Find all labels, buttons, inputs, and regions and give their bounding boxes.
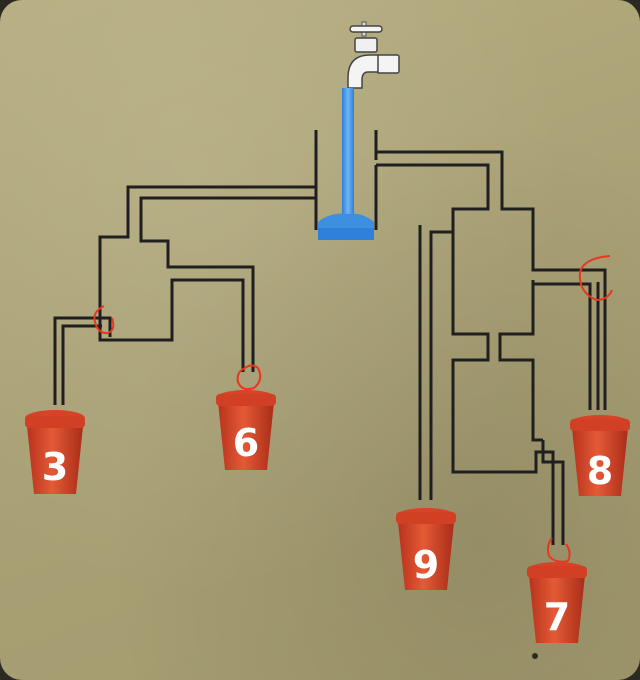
bucket-9[interactable]: 9 — [396, 508, 456, 590]
pipe-left-box-inner — [61, 324, 102, 405]
paper-speck — [532, 653, 538, 659]
pipe-right-top-outer — [376, 150, 607, 410]
water-stream — [318, 88, 374, 240]
blocked-marker-icon — [578, 255, 613, 302]
blocked-marker-icon — [236, 364, 262, 391]
pipe-left-outer — [98, 185, 316, 372]
blocked-marker-icon — [93, 305, 115, 335]
faucet-icon — [347, 21, 400, 89]
bucket-label: 6 — [233, 421, 259, 465]
bucket-3[interactable]: 3 — [25, 410, 85, 494]
bucket-label: 9 — [413, 543, 439, 587]
pipe-right-block-a — [451, 232, 555, 545]
pipes — [53, 130, 607, 545]
pipe-right-top-inner — [376, 163, 490, 500]
pipe-left-inner — [139, 196, 316, 372]
bucket-8[interactable]: 8 — [570, 415, 630, 496]
pipe-right-8 — [533, 282, 592, 410]
bucket-6[interactable]: 6 — [216, 390, 276, 470]
bucket-label: 8 — [587, 449, 613, 493]
bucket-label: 3 — [42, 445, 68, 489]
bucket-7[interactable]: 7 — [527, 562, 587, 643]
pipe-left-box — [53, 316, 112, 405]
blocked-markers — [93, 255, 613, 563]
pipe-right-block-b — [498, 280, 543, 442]
bucket-label: 7 — [544, 595, 570, 639]
pipe-right-block-c — [541, 440, 565, 545]
blocked-marker-icon — [547, 537, 571, 563]
